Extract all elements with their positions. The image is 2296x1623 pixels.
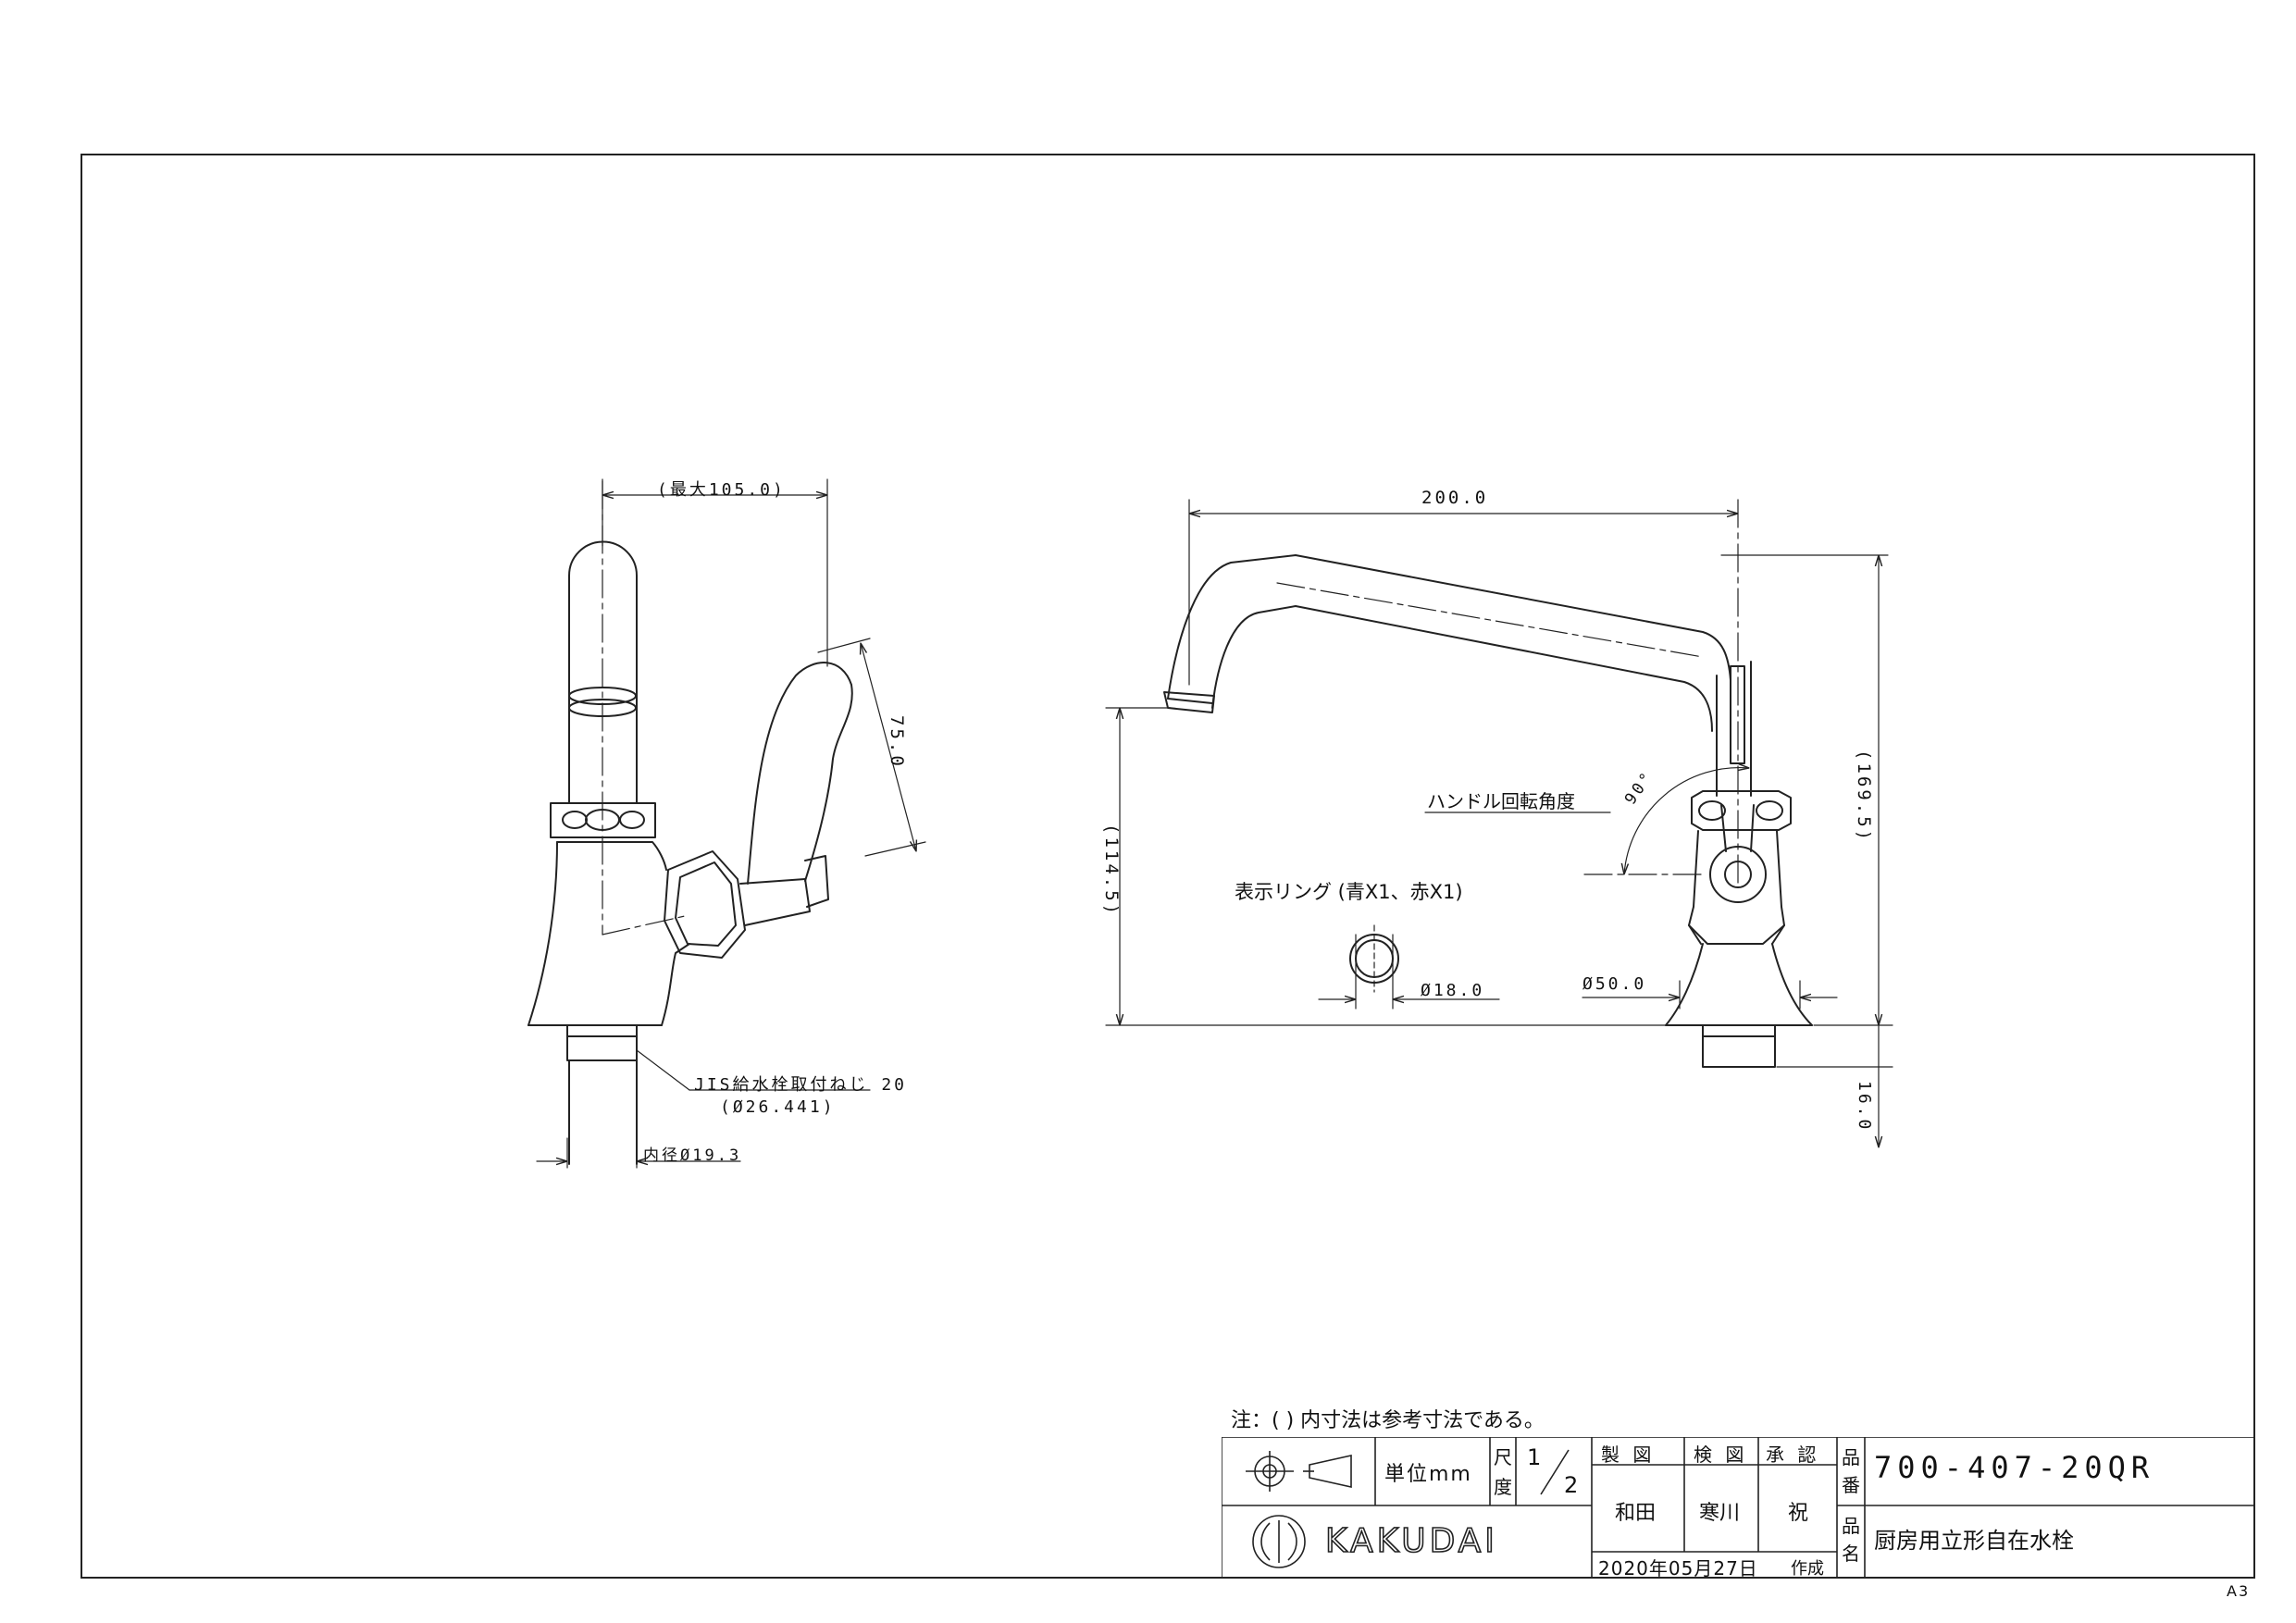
drawing-date: 2020年05月27日	[1598, 1557, 1758, 1580]
side-view-dimensions	[536, 478, 926, 1169]
shank-length-dim: 16.0	[1855, 1081, 1874, 1133]
total-height-dim: (169.5)	[1854, 750, 1874, 844]
indicator-ring-label: 表示リング (青X1、赤X1)	[1235, 881, 1463, 903]
drawn-by: 和田	[1615, 1502, 1657, 1525]
created-label: 作成	[1791, 1559, 1824, 1579]
title-block: 単位mm 尺 度 1 2 製 図 検 図 承 認 和田 寒川 祝 2020年05…	[1222, 1437, 2255, 1580]
base-diameter-dim: Ø50.0	[1582, 974, 1647, 994]
side-view-faucet	[527, 540, 853, 1165]
spout-length-dim: 200.0	[1421, 488, 1489, 508]
part-name-label-top: 品	[1842, 1515, 1860, 1537]
scale-label-bottom: 度	[1494, 1476, 1512, 1498]
ring-diameter-dim: Ø18.0	[1421, 981, 1485, 1000]
part-no-label-bottom: 番	[1842, 1474, 1860, 1496]
handle-angle-label: ハンドル回転角度	[1427, 790, 1575, 812]
part-name: 厨房用立形自在水栓	[1874, 1528, 2074, 1554]
max-width-dim: (最大105.0)	[657, 480, 786, 500]
scale-numerator: 1	[1527, 1444, 1542, 1470]
spout-height-dim: (114.5)	[1101, 824, 1122, 918]
handle-length-dim: 75.0	[887, 715, 907, 769]
thread-spec-label: JIS給水栓取付ねじ 20	[694, 1075, 908, 1095]
company-logotype: KAKUDAI	[1324, 1521, 1498, 1561]
approved-header: 承 認	[1766, 1443, 1820, 1466]
thread-diameter-label: (Ø26.441)	[720, 1097, 836, 1117]
drawn-header: 製 図	[1601, 1443, 1656, 1466]
scale-denominator: 2	[1564, 1472, 1579, 1498]
checked-by: 寒川	[1699, 1502, 1741, 1525]
part-no-label-top: 品	[1842, 1446, 1860, 1468]
kakudai-logo	[1247, 1516, 1310, 1567]
approved-by: 祝	[1788, 1502, 1809, 1525]
sheet-size-label: A3	[2227, 1582, 2251, 1600]
part-name-label-bottom: 名	[1842, 1542, 1860, 1565]
inner-diameter-label: 内径Ø19.3	[643, 1146, 742, 1165]
front-view-dimensions	[1105, 499, 1893, 1148]
reference-note: 注：( ) 内寸法は参考寸法である。	[1231, 1409, 1545, 1432]
projection-symbol-icon	[1240, 1446, 1360, 1497]
unit-label: 単位mm	[1384, 1463, 1472, 1486]
drawing-frame	[81, 154, 2255, 1579]
checked-header: 検 図	[1694, 1443, 1748, 1466]
scale-label-top: 尺	[1494, 1446, 1512, 1468]
part-number: 700-407-20QR	[1874, 1450, 2155, 1485]
